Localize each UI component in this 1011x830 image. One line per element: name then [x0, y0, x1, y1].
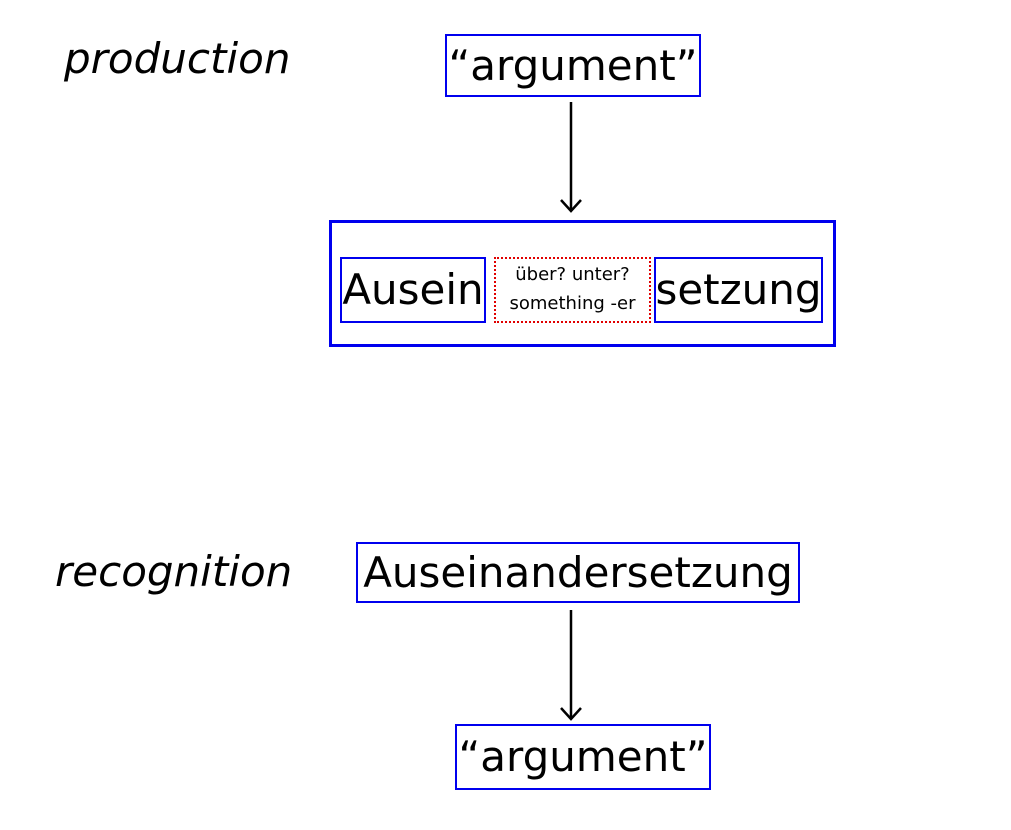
recognition-source-word-box: Auseinandersetzung — [356, 542, 800, 603]
middle-line-2: something -er — [509, 293, 636, 314]
recognition-arrow-icon — [560, 610, 582, 721]
recognition-label: recognition — [55, 547, 293, 596]
production-arrow-icon — [560, 102, 582, 213]
production-source-word-box: “argument” — [445, 34, 701, 97]
production-composite-box — [329, 220, 836, 347]
suffix-text: setzung — [655, 265, 822, 314]
prefix-box: Ausein — [340, 257, 486, 323]
recognition-target-word: “argument” — [458, 732, 708, 781]
suffix-box: setzung — [654, 257, 823, 323]
recognition-target-word-box: “argument” — [455, 724, 711, 790]
prefix-text: Ausein — [342, 265, 484, 314]
uncertain-middle-box: über? unter? something -er — [494, 257, 651, 323]
middle-line-1: über? unter? — [515, 264, 630, 286]
production-source-word: “argument” — [448, 40, 698, 90]
recognition-source-word: Auseinandersetzung — [363, 547, 793, 597]
production-label: production — [64, 34, 291, 83]
